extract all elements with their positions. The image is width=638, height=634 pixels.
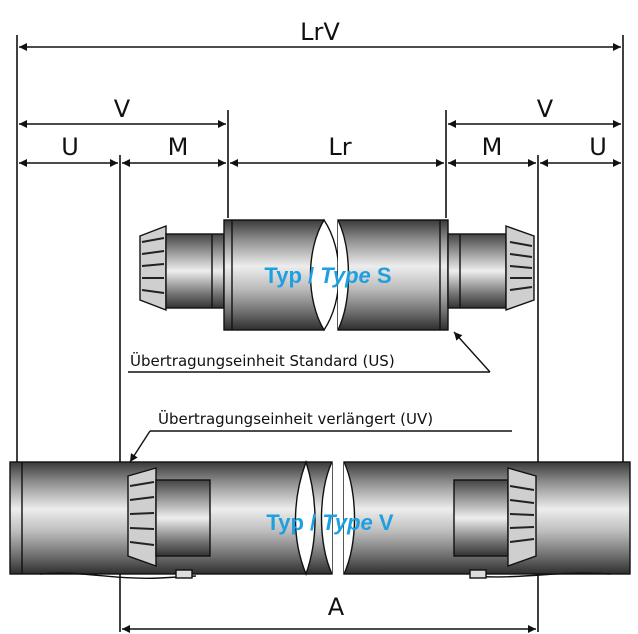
dim-label-u-left: U [61,133,79,161]
left-bevel-gear-icon [139,224,167,312]
right-inner-bevel-gear-icon [507,467,537,567]
left-inner-journal [155,479,211,557]
dimension-lines [19,43,621,633]
type-v-suffix: V [373,510,394,535]
dim-label-lrv: LrV [300,18,340,46]
us-leader [128,331,491,373]
dim-label-v-left: V [114,95,131,123]
right-journal [447,233,507,309]
right-bevel-gear-icon [505,225,535,311]
type-s-italic: Type [320,263,371,288]
main-tube-left [223,219,325,331]
us-note: Übertragungseinheit Standard (US) [130,351,395,370]
dim-label-lr: Lr [328,133,351,161]
type-s-suffix: S [371,263,392,288]
dim-label-v-right: V [537,95,554,123]
type-s-label: Typ / Type S [264,263,391,288]
left-journal [165,233,225,309]
uv-leader [129,430,512,463]
type-s-assembly [139,218,535,332]
dim-label-u-right: U [589,133,607,161]
type-v-label: Typ / Type V [266,510,393,535]
type-v-prefix: Typ / [266,510,322,535]
break-symbol [309,218,340,332]
type-v-italic: Type [322,510,373,535]
dim-label-m-left: M [168,133,189,161]
right-inner-journal [453,479,509,557]
type-s-prefix: Typ / [264,263,320,288]
dim-label-m-right: M [482,133,503,161]
main-tube-right [337,219,449,331]
dim-label-a: A [328,593,345,621]
type-v-assembly [9,459,631,579]
left-inner-bevel-gear-icon [127,467,157,567]
clamp-band-left [39,572,197,579]
uv-note: Übertragungseinheit verlängert (UV) [158,409,433,428]
